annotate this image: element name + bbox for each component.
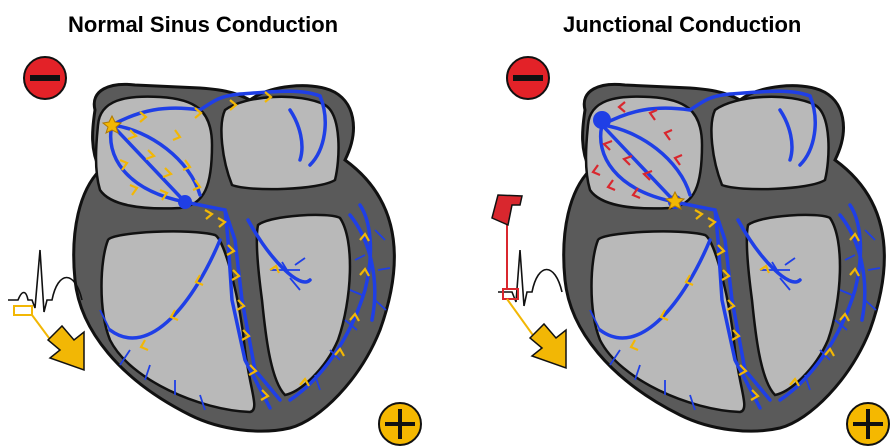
ecg-waveform-left-icon	[8, 250, 82, 312]
positive-electrode-left-icon	[379, 403, 421, 445]
retrograde-p-highlight-right	[503, 222, 535, 338]
up-arrow-right-icon	[492, 195, 522, 225]
positive-electrode-right-icon	[847, 403, 889, 445]
negative-electrode-left-icon	[24, 57, 66, 99]
negative-electrode-right-icon	[507, 57, 549, 99]
down-arrow-left-icon	[48, 326, 84, 370]
heart-junctional	[564, 84, 885, 431]
down-arrow-right-icon	[530, 324, 566, 368]
p-wave-highlight-left	[14, 306, 52, 342]
sa-node-icon	[593, 111, 611, 129]
heart-normal-sinus	[74, 84, 395, 431]
